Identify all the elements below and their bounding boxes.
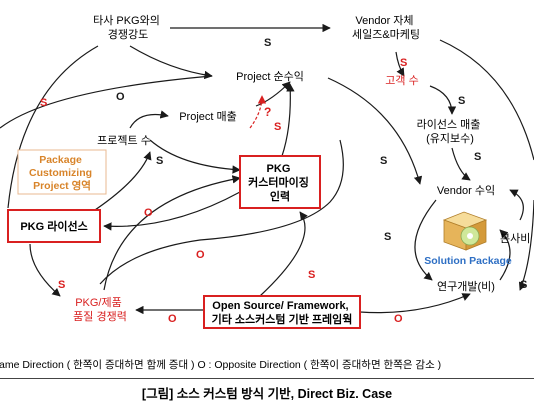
edge-customers-to-license <box>429 85 457 115</box>
node-project-profit: Project 순수익 <box>236 70 304 83</box>
marker-s: S <box>458 95 465 107</box>
node-project-revenue: Project 매출 <box>179 110 237 123</box>
edge-license-to-vendorprofit <box>451 147 471 181</box>
edge-competition-to-projectcount-left <box>7 45 99 209</box>
marker-s: S <box>380 155 387 167</box>
node-pkg-license: PKG 라이선스 <box>20 219 87 233</box>
marker-s: S <box>520 279 527 291</box>
edge-pkgpower-to-pkglicense <box>103 191 241 231</box>
legend: Same Direction ( 한쪽이 증대하면 함께 증대 ) O : Op… <box>0 359 442 371</box>
edge-pkglicense-to-quality <box>29 243 61 297</box>
node-pkg-customizing-power: PKG 커스터마이징 인력 <box>248 163 312 203</box>
marker-s: S <box>40 97 47 109</box>
marker-s: S <box>400 57 407 69</box>
edge-projectrevenue-to-projectprofit <box>255 81 291 107</box>
node-vendor-sales: Vendor 자체 세일즈&마케팅 <box>352 14 420 41</box>
edge-projectprofit-loop-left <box>0 75 213 129</box>
marker-o: O <box>168 313 177 325</box>
edge-pkgpower-to-projectprofit <box>281 83 295 157</box>
node-customers: 고객 수 <box>385 74 418 87</box>
node-solution-package: Solution Package <box>424 255 512 267</box>
node-open-source: Open Source/ Framework, 기타 소스커스텀 기반 프레임웍 <box>212 300 353 326</box>
node-rnd-cost: 연구개발(비) <box>437 280 495 293</box>
pkg-license-box <box>7 209 101 243</box>
edge-pkglicense-to-projectcount <box>91 151 152 213</box>
pkg-customizing-power-box <box>239 155 321 209</box>
package-customizing-box <box>17 149 107 195</box>
edge-projectcount-to-pkgpower <box>149 139 241 174</box>
marker-s: S <box>156 155 163 167</box>
edge-projectcount-to-projectrevenue <box>129 110 169 129</box>
marker-o: O <box>144 207 153 219</box>
edge-competition-to-projectprofit <box>129 45 213 80</box>
edges <box>0 23 534 315</box>
divider <box>0 378 534 379</box>
edge-vendorprofit-to-rnd <box>414 199 437 281</box>
node-product-quality: PKG/제품 품질 경쟁력 <box>73 296 127 323</box>
edge-opensource-to-pkgpower <box>259 211 308 297</box>
marker-o: O <box>394 313 403 325</box>
open-source-box <box>203 295 361 329</box>
edge-vendorsales-to-hq <box>439 39 534 161</box>
edge-vendorsales-to-customers <box>395 51 405 77</box>
node-vendor-profit: Vendor 수익 <box>437 184 495 197</box>
marker-s: S <box>274 121 281 133</box>
node-package-customizing: Package Customizing Project 영역 <box>29 154 95 192</box>
edge-pkgpower-bigloop <box>99 139 344 285</box>
markers: S S S O ? S S S S S O O S S S O O S <box>40 37 527 325</box>
edge-hq-to-vendorprofit <box>509 189 524 221</box>
marker-o: O <box>116 91 125 103</box>
figure-caption: [그림] 소스 커스텀 방식 기반, Direct Biz. Case <box>141 387 393 401</box>
marker-question: ? <box>264 105 271 119</box>
marker-s: S <box>474 151 481 163</box>
edge-opensource-to-rnd <box>359 293 471 314</box>
edge-rnd-to-solution <box>499 229 511 281</box>
marker-s: S <box>264 37 271 49</box>
edge-question-dashed <box>249 95 267 129</box>
node-license-revenue: 라이선스 매출 (유지보수) <box>417 118 484 145</box>
marker-o: O <box>196 249 205 261</box>
edge-projectprofit-to-vendorprofit <box>327 77 423 185</box>
node-hq-cost: 본사비 <box>500 232 530 245</box>
solution-package-icon <box>442 211 488 251</box>
node-project-count: 프로젝트 수 <box>97 134 151 147</box>
marker-s: S <box>58 279 65 291</box>
node-competition: 타사 PKG와의 경쟁강도 <box>93 14 163 41</box>
edge-quality-to-pkgpower <box>103 175 241 291</box>
marker-s: S <box>308 269 315 281</box>
marker-s: S <box>384 231 391 243</box>
